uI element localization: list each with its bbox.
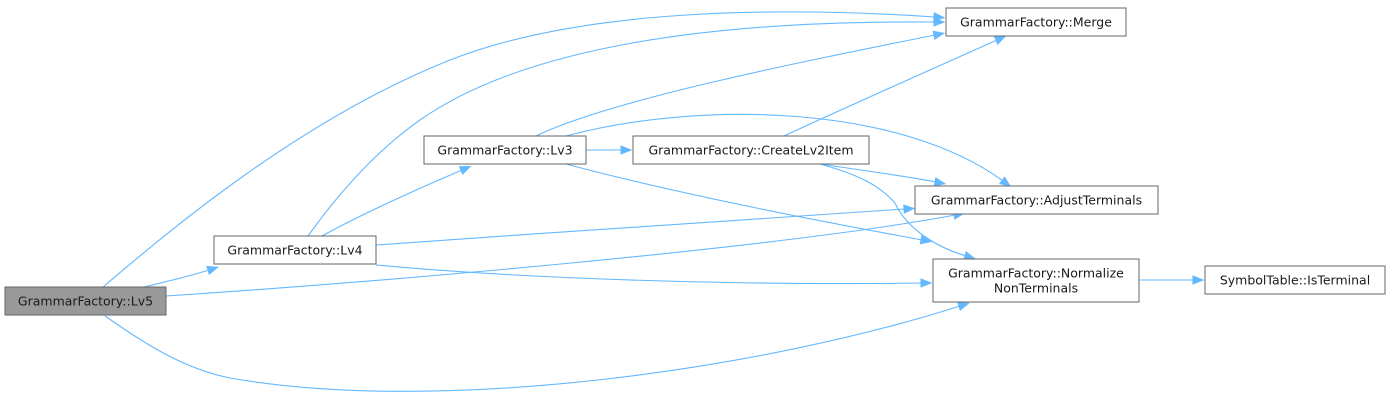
edge-line <box>565 113 1004 182</box>
arrowhead-icon <box>919 235 933 245</box>
node-box <box>213 235 377 265</box>
node-label: GrammarFactory::CreateLv2Item <box>648 143 853 158</box>
nodes-layer: GrammarFactory::Lv5GrammarFactory::Lv4Gr… <box>4 7 1386 316</box>
edge-line <box>535 34 936 137</box>
node-lv5[interactable]: GrammarFactory::Lv5 <box>4 286 167 316</box>
node-label: GrammarFactory::Merge <box>960 15 1112 30</box>
arrowhead-icon <box>920 278 933 288</box>
edge-lv5-to-lv4 <box>143 265 219 288</box>
arrowhead-icon <box>620 145 633 155</box>
node-label: SymbolTable::IsTerminal <box>1220 273 1370 288</box>
arrowhead-icon <box>206 265 219 275</box>
edge-line <box>104 305 961 392</box>
edge-lv4-to-normalize <box>375 264 933 288</box>
edge-lv3-to-adjust <box>565 113 1012 188</box>
edge-normalize-to-isterminal <box>1139 275 1205 285</box>
edge-create-to-merge <box>783 35 1007 137</box>
node-label: GrammarFactory::Lv5 <box>18 294 153 309</box>
node-isterminal[interactable]: SymbolTable::IsTerminal <box>1204 265 1386 295</box>
node-label: NonTerminals <box>994 281 1078 296</box>
node-lv4[interactable]: GrammarFactory::Lv4 <box>213 235 377 265</box>
node-adjust[interactable]: GrammarFactory::AdjustTerminals <box>914 185 1159 215</box>
node-merge[interactable]: GrammarFactory::Merge <box>945 7 1127 37</box>
edge-line <box>819 163 967 257</box>
arrowhead-icon <box>998 176 1012 188</box>
arrowhead-icon <box>932 30 946 40</box>
arrowhead-icon <box>903 204 916 214</box>
edge-line <box>819 163 937 183</box>
arrowhead-icon <box>1192 275 1205 285</box>
edge-create-to-adjust <box>819 163 947 187</box>
node-label: GrammarFactory::Lv3 <box>437 143 572 158</box>
edge-line <box>565 163 923 241</box>
edge-lv3-to-normalize <box>565 163 933 245</box>
arrowhead-icon <box>993 35 1007 45</box>
node-box <box>4 286 167 316</box>
node-label: GrammarFactory::AdjustTerminals <box>931 193 1142 208</box>
node-box <box>632 135 870 165</box>
node-label: GrammarFactory::Lv4 <box>227 243 362 258</box>
edge-create-to-normalize <box>819 163 976 261</box>
arrowhead-icon <box>933 177 947 187</box>
arrowhead-icon <box>933 17 946 27</box>
node-box <box>945 7 1127 37</box>
edge-lv4-to-lv3 <box>321 165 472 237</box>
edge-line <box>143 269 210 288</box>
arrowhead-icon <box>963 251 976 261</box>
edge-line <box>783 39 998 137</box>
edge-line <box>375 264 923 285</box>
edge-lv5-to-normalize <box>104 301 970 392</box>
node-box <box>914 185 1159 215</box>
node-box <box>1204 265 1386 295</box>
edge-lv3-to-merge <box>535 30 946 137</box>
node-lv3[interactable]: GrammarFactory::Lv3 <box>423 135 587 165</box>
edge-line <box>321 169 463 237</box>
edges-layer <box>102 11 1205 392</box>
edge-lv4-to-adjust <box>375 204 916 246</box>
edge-line <box>102 11 936 288</box>
edge-line <box>307 21 936 237</box>
node-box <box>932 258 1140 303</box>
arrowhead-icon <box>957 301 970 311</box>
node-create[interactable]: GrammarFactory::CreateLv2Item <box>632 135 870 165</box>
edge-lv4-to-merge <box>307 17 946 237</box>
edge-line <box>375 208 906 246</box>
node-label: GrammarFactory::Normalize <box>948 266 1124 281</box>
node-box <box>423 135 587 165</box>
arrowhead-icon <box>458 165 472 175</box>
edge-lv3-to-create <box>586 145 633 155</box>
